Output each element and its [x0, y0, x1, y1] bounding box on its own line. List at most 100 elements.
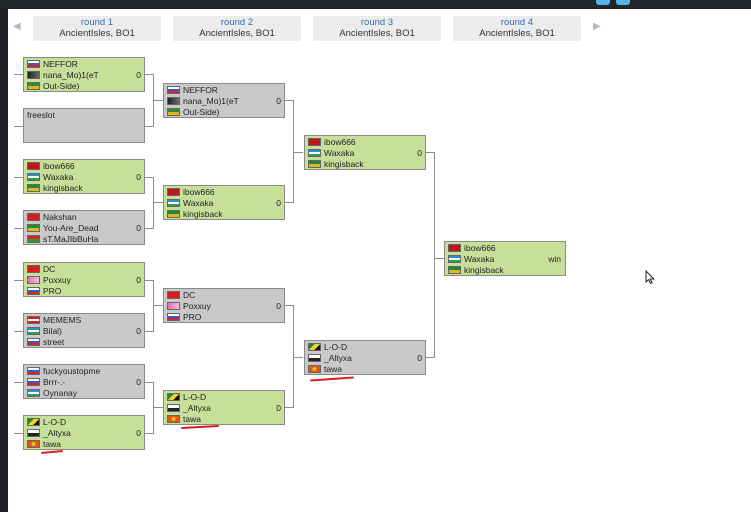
match-r1-2[interactable]: freeslot — [23, 108, 145, 143]
match-r4-1[interactable]: ibow666 Waxaka kingisback win — [444, 241, 566, 276]
player-row: kingisback — [27, 183, 83, 194]
arrow-left-icon[interactable]: ◀ — [13, 21, 21, 32]
window-top-bar — [0, 0, 751, 9]
round-header-2: round 2 AncientIsles, BO1 — [173, 16, 301, 41]
round-title: round 3 — [360, 17, 394, 28]
match-r2-1[interactable]: NEFFOR nana_Mo)1(eT Out-Side) 0 — [163, 83, 285, 118]
round-title: round 1 — [80, 17, 114, 28]
player-row: Out-Side) — [27, 81, 79, 92]
match-score: 0 — [136, 70, 141, 80]
flag-icon — [27, 173, 40, 181]
player-row: Out-Side) — [167, 107, 219, 118]
player-row: Poxxuy — [167, 301, 211, 312]
flag-icon — [167, 415, 180, 423]
player-row: L-O-D — [308, 342, 347, 353]
player-row: Brrr-.- — [27, 377, 65, 388]
flag-icon — [167, 86, 180, 94]
player-name: L-O-D — [43, 417, 67, 427]
flag-icon — [448, 244, 461, 252]
player-row: L-O-D — [167, 392, 206, 403]
player-name: PRO — [43, 286, 62, 296]
flag-icon — [308, 138, 321, 146]
match-score: 0 — [136, 326, 141, 336]
flag-icon — [167, 393, 180, 401]
match-r1-1[interactable]: NEFFOR nana_Mo)1(eT Out-Side) 0 — [23, 57, 145, 92]
player-name: kingisback — [183, 209, 223, 219]
player-row: Waxaka — [308, 148, 354, 159]
player-name: You-Are_Dead — [43, 223, 99, 233]
flag-icon — [167, 97, 180, 105]
player-row: nana_Mo)1(eT — [27, 70, 99, 81]
match-r1-4[interactable]: Nakshan You-Are_Dead sT.MaJIbBuHa 0 — [23, 210, 145, 245]
match-r2-2[interactable]: ibow666 Waxaka kingisback 0 — [163, 185, 285, 220]
match-r2-3[interactable]: DC Poxxuy PRO 0 — [163, 288, 285, 323]
flag-icon — [27, 60, 40, 68]
player-row: ibow666 — [448, 243, 496, 254]
match-score: win — [548, 254, 561, 264]
player-name: tawa — [324, 364, 342, 374]
round-header-1: round 1 AncientIsles, BO1 — [33, 16, 161, 41]
player-name: NEFFOR — [43, 59, 78, 69]
flag-icon — [167, 291, 180, 299]
player-row: DC — [27, 264, 55, 275]
player-name: Poxxuy — [43, 275, 71, 285]
match-r2-4[interactable]: L-O-D _Altyxa tawa 0 — [163, 390, 285, 425]
match-score: 0 — [276, 96, 281, 106]
player-row: Nakshan — [27, 212, 77, 223]
flag-icon — [27, 378, 40, 386]
player-name: Waxaka — [43, 172, 74, 182]
flag-icon — [167, 302, 180, 310]
player-row: tawa — [167, 414, 201, 425]
match-r1-7[interactable]: fuckyoustopme Brrr-.- Oynanay 0 — [23, 364, 145, 399]
match-score: 0 — [136, 377, 141, 387]
flag-icon — [27, 71, 40, 79]
round-map: AncientIsles, BO1 — [199, 28, 275, 39]
player-name: freeslot — [27, 110, 55, 120]
player-row: You-Are_Dead — [27, 223, 98, 234]
player-row: kingisback — [308, 159, 364, 170]
flag-icon — [308, 149, 321, 157]
player-row: kingisback — [448, 265, 504, 276]
round-title: round 4 — [500, 17, 534, 28]
flag-icon — [27, 418, 40, 426]
player-name: ibow666 — [183, 187, 215, 197]
flag-icon — [27, 429, 40, 437]
player-row: PRO — [27, 286, 61, 297]
player-row: nana_Mo)1(eT — [167, 96, 239, 107]
match-r1-6[interactable]: MEMEMS Bilal) street 0 — [23, 313, 145, 348]
match-r3-1[interactable]: ibow666 Waxaka kingisback 0 — [304, 135, 426, 170]
arrow-right-icon[interactable]: ▶ — [593, 21, 601, 32]
flag-icon — [27, 440, 40, 448]
match-r1-3[interactable]: ibow666 Waxaka kingisback 0 — [23, 159, 145, 194]
player-row: DC — [167, 290, 195, 301]
player-row: Waxaka — [448, 254, 494, 265]
flag-icon — [27, 265, 40, 273]
mouse-cursor-icon — [645, 269, 655, 289]
match-r1-5[interactable]: DC Poxxuy PRO 0 — [23, 262, 145, 297]
player-name: Waxaka — [183, 198, 214, 208]
match-score: 0 — [136, 223, 141, 233]
player-name: nana_Mo)1(eT — [183, 96, 239, 106]
toolbar-button-2[interactable] — [616, 0, 630, 5]
player-name: Waxaka — [324, 148, 355, 158]
player-row: ibow666 — [308, 137, 356, 148]
player-row: NEFFOR — [27, 59, 78, 70]
player-name: DC — [183, 290, 196, 300]
player-name: DC — [43, 264, 56, 274]
player-name: _Altyxa — [43, 428, 71, 438]
flag-icon — [27, 224, 40, 232]
match-r3-2[interactable]: L-O-D _Altyxa tawa 0 — [304, 340, 426, 375]
player-row: fuckyoustopme — [27, 366, 100, 377]
match-score: 0 — [276, 403, 281, 413]
flag-icon — [27, 316, 40, 324]
match-r1-8[interactable]: L-O-D _Altyxa tawa 0 — [23, 415, 145, 450]
flag-icon — [167, 108, 180, 116]
player-name: fuckyoustopme — [43, 366, 101, 376]
match-score: 0 — [417, 148, 422, 158]
flag-icon — [167, 188, 180, 196]
player-name: PRO — [183, 312, 202, 322]
match-score: 0 — [276, 198, 281, 208]
flag-icon — [27, 82, 40, 90]
toolbar-button-1[interactable] — [596, 0, 610, 5]
player-name: nana_Mo)1(eT — [43, 70, 99, 80]
